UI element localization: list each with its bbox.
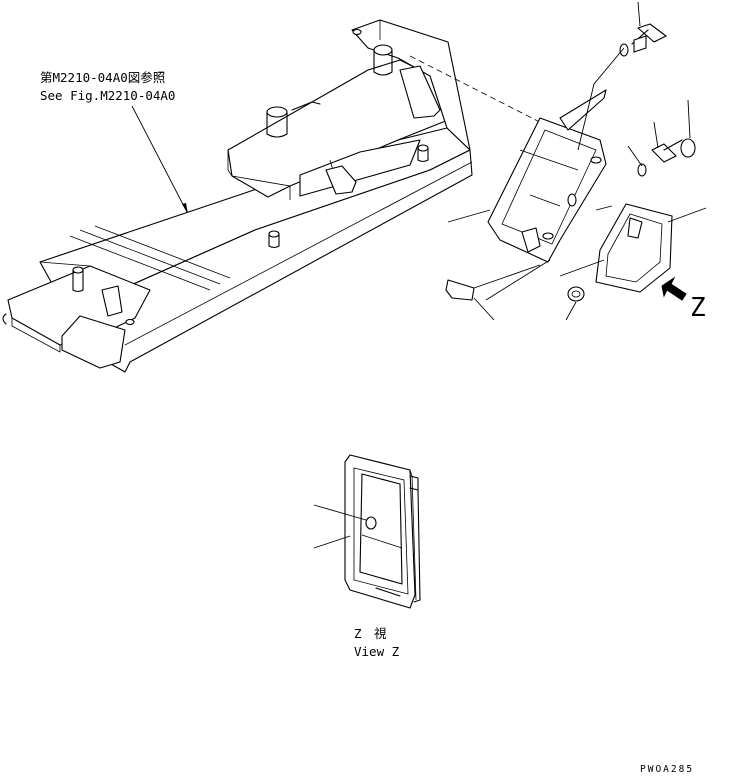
frame-bosses (72, 28, 429, 326)
frame-side-hook (2, 313, 7, 325)
frame-clamp-3 (101, 285, 123, 317)
reference-note: 第M2210-04A0図参照 See Fig.M2210-04A0 (40, 70, 189, 215)
view-z-leader-bezel (313, 535, 351, 549)
view-marker-letter: Z (690, 293, 706, 323)
reference-leader-arrowhead (182, 203, 188, 214)
view-caption: Z 視 View Z (354, 626, 400, 659)
frame-clamp-2 (399, 65, 441, 119)
frame-lower-tab (61, 315, 126, 369)
view-marker: Z (661, 276, 706, 323)
washer-middle (637, 163, 647, 177)
frame-hose-tip (291, 101, 321, 111)
drawing-code: PWOA285 (640, 764, 694, 775)
frame-end-plate (7, 265, 151, 346)
switch-housing (487, 117, 607, 263)
bolt-upper (631, 23, 667, 53)
clip (445, 279, 475, 301)
bolt-middle (651, 139, 683, 163)
switch-bezel (595, 203, 673, 293)
part-leaders (447, 1, 707, 321)
view-z-indicator-lamp (365, 516, 377, 530)
view-z-side-flange (409, 487, 421, 603)
view-z-leader-lamp (313, 504, 367, 521)
reference-note-en: See Fig.M2210-04A0 (40, 88, 175, 103)
assembly-parts (409, 1, 707, 321)
frame-clamp-1 (325, 165, 357, 195)
view-z-detail (313, 454, 421, 609)
view-caption-en: View Z (354, 644, 400, 659)
nut-middle (680, 138, 696, 158)
frame-upper-deck (227, 59, 449, 198)
frame-cross-channel (299, 139, 421, 197)
switch-housing-tab (559, 89, 607, 131)
main-frame (2, 19, 473, 373)
view-caption-jp: Z 視 (354, 626, 387, 641)
grommet (567, 286, 585, 302)
washer-upper (619, 43, 629, 57)
view-z-bezel (344, 454, 416, 609)
view-z-inner-panel (359, 473, 403, 585)
view-arrow-icon (661, 276, 687, 301)
reference-leader (131, 105, 189, 215)
reference-note-jp: 第M2210-04A0図参照 (40, 70, 165, 85)
